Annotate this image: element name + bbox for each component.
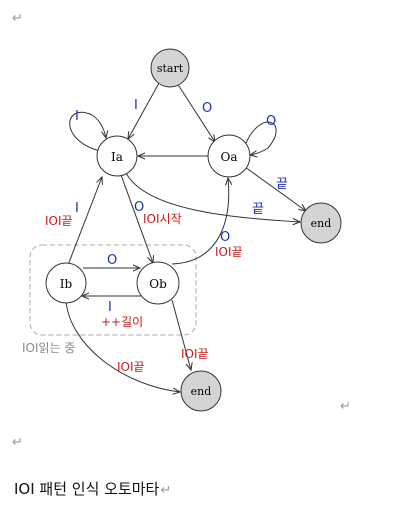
label-start-Oa: O	[202, 101, 212, 116]
edge-Ib-end	[65, 300, 180, 392]
node-Ib: Ib	[45, 262, 87, 304]
label-Ob-Ib: I	[108, 300, 112, 315]
node-Ib-label: Ib	[60, 277, 73, 291]
label-Ob-Oa: O	[220, 230, 230, 245]
label-Ia-loop: I	[75, 109, 79, 124]
node-end-2: end	[180, 370, 222, 412]
node-end-2-label: end	[191, 385, 212, 398]
label-Ia-Ob: O	[134, 200, 144, 215]
edge-Ob-end	[171, 299, 191, 370]
label-Ia-Ob-action: IOI시작	[143, 212, 182, 226]
label-Ib-Ob: O	[107, 253, 117, 268]
input-labels: I O I O 끝 끝 O I O O I	[75, 98, 288, 315]
node-end-1-label: end	[311, 217, 332, 230]
paragraph-mark-bottom: ↵	[12, 435, 23, 450]
figure-caption: IOI 패턴 인식 오토마타↵	[14, 478, 171, 499]
node-start-label: start	[157, 62, 184, 75]
node-Ob: Ob	[136, 261, 180, 305]
label-Ib-Ia: I	[75, 201, 79, 216]
label-Ia-end: 끝	[252, 202, 264, 217]
label-Ob-Ib-action: ++길이	[101, 315, 143, 329]
node-start: start	[150, 48, 190, 88]
paragraph-mark-right: ↵	[340, 399, 351, 414]
edge-start-Ia	[128, 82, 160, 139]
label-Ib-Ia-action: IOI끝	[45, 214, 73, 228]
edges	[65, 82, 306, 392]
edge-Oa-end	[244, 166, 306, 211]
node-Oa: Oa	[207, 134, 251, 178]
node-Ob-label: Ob	[149, 277, 167, 291]
edge-Oa-loop	[245, 121, 277, 155]
edge-Ia-end	[125, 172, 300, 222]
edge-Ob-Oa	[171, 178, 229, 265]
edge-Ib-Ia	[67, 177, 102, 266]
reading-group-label: IOI읽는 중	[22, 341, 75, 355]
label-Ob-end-action: IOI끝	[181, 347, 209, 361]
node-end-1: end	[300, 202, 342, 244]
figure-caption-text: IOI 패턴 인식 오토마타	[14, 480, 160, 498]
label-Ib-end-action: IOI끝	[117, 360, 145, 374]
paragraph-mark-top: ↵	[12, 11, 23, 26]
label-start-Ia: I	[134, 98, 138, 113]
action-labels: IOI시작 IOI끝 IOI끝 ++길이 IOI끝 IOI끝	[45, 212, 243, 374]
caption-return-mark: ↵	[160, 483, 172, 498]
edge-start-Oa	[176, 82, 215, 142]
label-Ob-Oa-action: IOI끝	[215, 245, 243, 259]
node-Ia-label: Ia	[111, 150, 123, 164]
label-Oa-end: 끝	[276, 177, 288, 192]
edge-Ia-Ob	[120, 174, 153, 263]
reading-group-box	[29, 244, 197, 336]
node-Oa-label: Oa	[221, 150, 238, 164]
label-Oa-loop: O	[266, 114, 276, 129]
edge-Ia-loop	[69, 111, 106, 152]
node-Ia: Ia	[96, 135, 138, 177]
